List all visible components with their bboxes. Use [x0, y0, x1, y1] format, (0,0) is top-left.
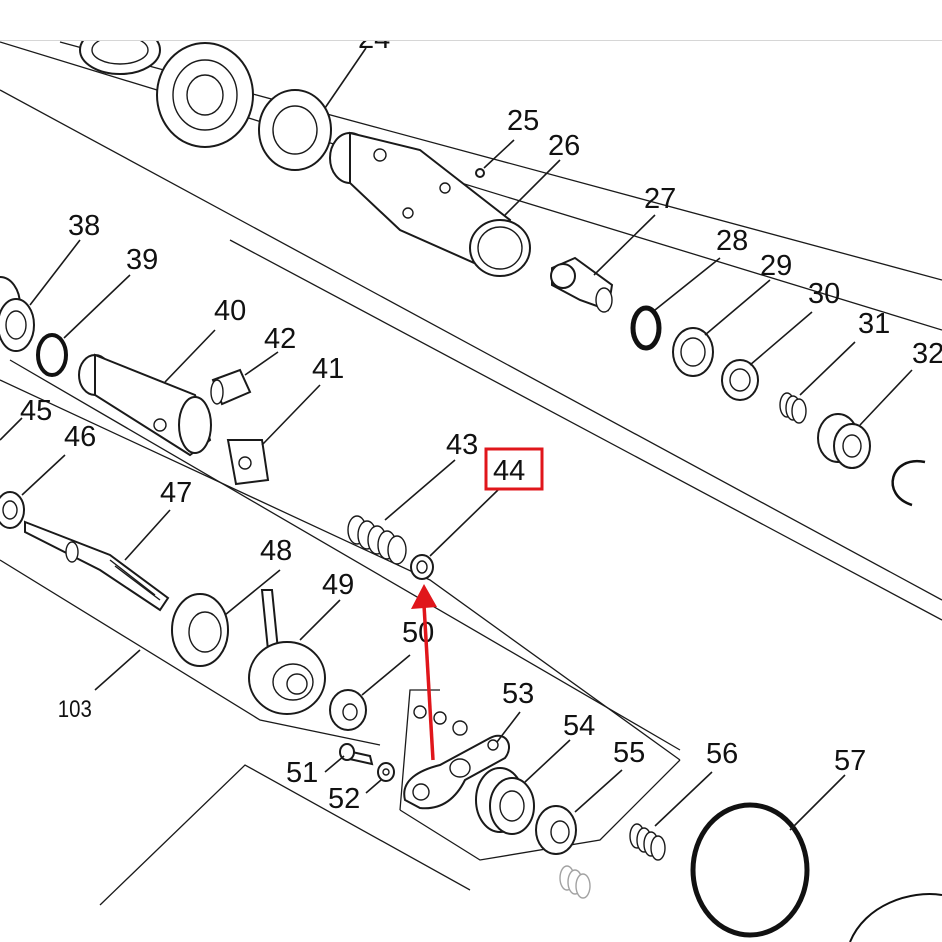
- part-55-bearing: [535, 805, 577, 855]
- label-40: 40: [214, 295, 246, 327]
- part-28-o-ring: [630, 305, 662, 351]
- part-labels: 24 25 26 27 28 29 30 31 32 38 39 40 42 4…: [20, 23, 942, 815]
- label-30: 30: [808, 278, 840, 310]
- label-29: 29: [760, 250, 792, 282]
- label-54: 54: [563, 710, 595, 742]
- label-42: 42: [264, 323, 296, 355]
- label-56: 56: [706, 738, 738, 770]
- part-29-washer: [672, 327, 714, 377]
- label-55: 55: [613, 737, 645, 769]
- part-38-bushing: [0, 276, 35, 352]
- part-52-washer: [377, 762, 395, 782]
- label-44: 44: [493, 455, 525, 487]
- label-28: 28: [716, 225, 748, 257]
- highlight-box: [484, 447, 544, 491]
- part-40-sleeve: [78, 353, 212, 457]
- label-41: 41: [312, 353, 344, 385]
- label-57: 57: [834, 745, 866, 777]
- part-53-plate: [403, 734, 510, 810]
- label-53: 53: [502, 678, 534, 710]
- label-26: 26: [548, 130, 580, 162]
- part-47-shaft: [24, 520, 170, 612]
- part-31-spring: [779, 392, 807, 424]
- label-47: 47: [160, 477, 192, 509]
- part-44-ring: [410, 554, 434, 580]
- label-24: 24: [358, 23, 390, 55]
- part-30-bearing: [721, 359, 759, 401]
- part-46-gear: [0, 491, 25, 529]
- label-27: 27: [644, 183, 676, 215]
- label-45: 45: [20, 395, 52, 427]
- part-42-pin: [210, 368, 252, 406]
- label-38: 38: [68, 210, 100, 242]
- part-43-spring: [347, 515, 407, 565]
- part-39-o-ring: [36, 333, 68, 377]
- label-31: 31: [858, 308, 890, 340]
- label-46: 46: [64, 421, 96, 453]
- label-103: 103: [58, 695, 92, 722]
- label-50: 50: [402, 617, 434, 649]
- part-clutch-top: [79, 41, 254, 148]
- part-48-clutch: [171, 593, 229, 667]
- part-26-sleeve: [329, 131, 531, 277]
- part-27-pin: [550, 256, 614, 313]
- top-bar: [0, 0, 942, 41]
- part-56-spring: [629, 823, 666, 861]
- part-32-bushing: [817, 413, 871, 469]
- part-57-o-ring: [690, 802, 810, 938]
- part-41-plate: [226, 439, 270, 486]
- part-50-washer: [329, 689, 367, 731]
- part-24-washer: [258, 89, 332, 171]
- label-51: 51: [286, 757, 318, 789]
- label-49: 49: [322, 569, 354, 601]
- part-49-cam: [248, 589, 326, 715]
- highlight-arrow: [411, 584, 437, 761]
- label-25: 25: [507, 105, 539, 137]
- part-54-gear: [475, 767, 535, 835]
- label-39: 39: [126, 244, 158, 276]
- label-48: 48: [260, 535, 292, 567]
- label-43: 43: [446, 429, 478, 461]
- part-snap-ring: [891, 459, 926, 507]
- part-cropped-housing: [849, 893, 942, 942]
- label-32: 32: [912, 338, 942, 370]
- part-bolts: [413, 705, 468, 736]
- part-25-pin: [475, 168, 485, 178]
- label-52: 52: [328, 783, 360, 815]
- part-faded-spring: [559, 865, 591, 899]
- part-51-screw: [339, 743, 374, 766]
